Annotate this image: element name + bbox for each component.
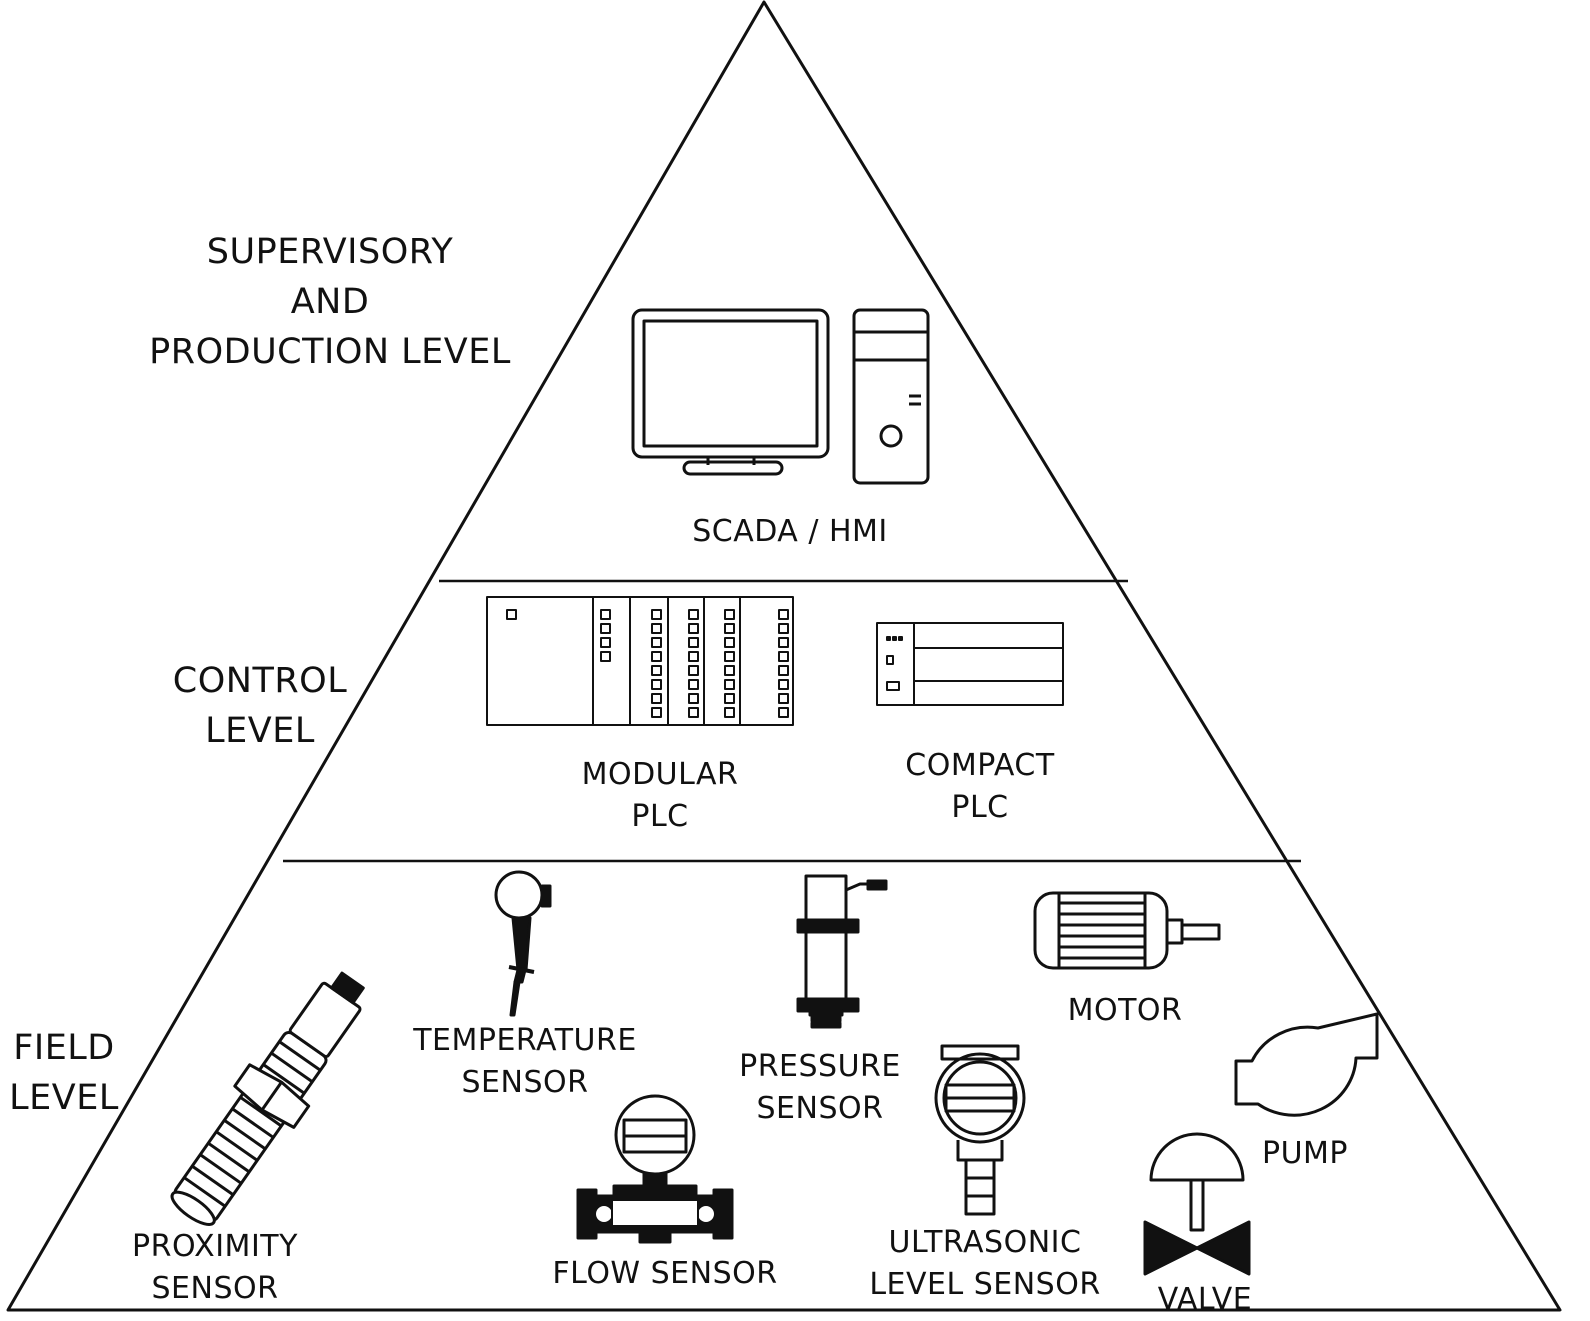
device-label-scada: SCADA / HMI <box>692 514 888 549</box>
flow-sensor-icon <box>576 1094 734 1244</box>
plc-led-column <box>724 609 735 718</box>
device-label-pump: PUMP <box>1261 1136 1349 1171</box>
plc-led-column <box>600 609 611 662</box>
level-label-supervisory: SUPERVISORY AND PRODUCTION LEVEL <box>149 232 511 372</box>
pressure-sensor-icon <box>796 874 888 1029</box>
plc-led-column <box>688 609 699 718</box>
temperature-sensor-icon <box>494 870 552 1017</box>
device-label-flow-sensor: FLOW SENSOR <box>552 1256 778 1291</box>
pump-icon <box>1234 1012 1379 1117</box>
valve-icon <box>1143 1132 1251 1276</box>
device-label-compact-plc: COMPACT PLC <box>905 748 1055 825</box>
device-label-valve: VALVE <box>1157 1282 1253 1317</box>
proximity-sensor-icon <box>170 971 365 1226</box>
device-label-temperature-sensor: TEMPERATURE SENSOR <box>413 1023 637 1100</box>
modular-plc-icon <box>486 596 794 726</box>
pyramid-outline <box>6 0 1562 1312</box>
device-label-proximity-sensor: PROXIMITY SENSOR <box>132 1229 298 1306</box>
level-label-control: CONTROL LEVEL <box>172 661 348 751</box>
pc-tower-icon <box>852 308 930 485</box>
level-label-field: FIELD LEVEL <box>9 1028 119 1118</box>
ultrasonic-sensor-icon <box>934 1044 1026 1216</box>
device-label-pressure-sensor: PRESSURE SENSOR <box>739 1049 901 1126</box>
compact-plc-icon <box>876 622 1064 706</box>
plc-led-column <box>778 609 789 718</box>
device-label-ultrasonic-level-sensor: ULTRASONIC LEVEL SENSOR <box>869 1225 1101 1302</box>
pressure-thread <box>808 1009 844 1029</box>
device-label-modular-plc: MODULAR PLC <box>581 757 739 834</box>
plc-led-column <box>651 609 662 718</box>
monitor-icon <box>631 308 830 476</box>
device-label-motor: MOTOR <box>1067 993 1183 1028</box>
motor-icon <box>1033 891 1221 970</box>
